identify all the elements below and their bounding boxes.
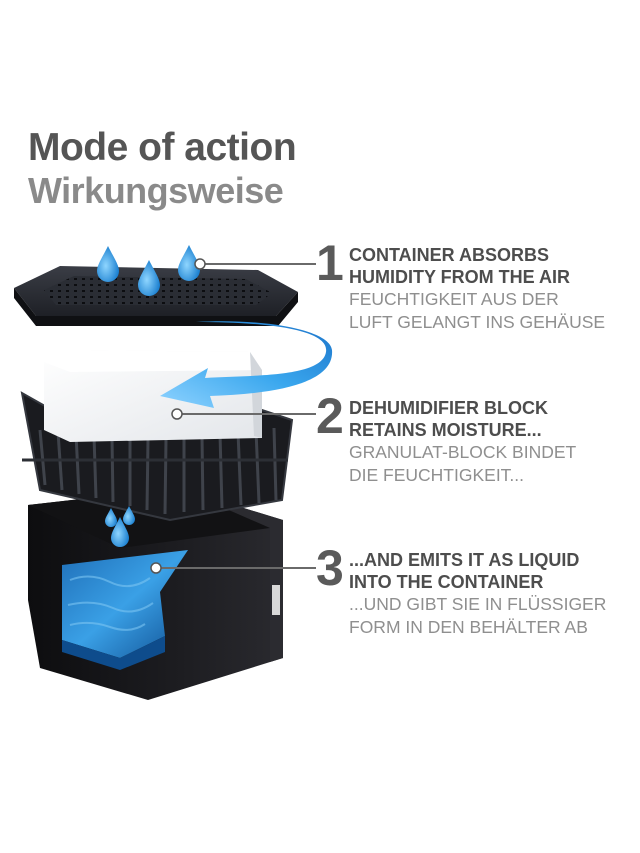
step-text-line: INTO THE CONTAINER <box>349 572 544 592</box>
step-text-line: FEUCHTIGKEIT AUS DER <box>349 289 559 309</box>
callout-line-2 <box>171 408 316 420</box>
step-text-en: ...AND EMITS IT AS LIQUID INTO THE CONTA… <box>349 549 640 593</box>
water-drop-icon <box>178 245 200 281</box>
step-text-en: CONTAINER ABSORBS HUMIDITY FROM THE AIR <box>349 244 640 288</box>
step-text-line: DEHUMIDIFIER BLOCK <box>349 398 548 418</box>
step-number: 1 <box>316 235 344 291</box>
step-text-de: ...UND GIBT SIE IN FLÜSSIGER FORM IN DEN… <box>349 593 640 639</box>
step-text-line: CONTAINER ABSORBS <box>349 245 550 265</box>
step-text-line: ...UND GIBT SIE IN FLÜSSIGER <box>349 594 607 614</box>
step-text-line: ...AND EMITS IT AS LIQUID <box>349 550 580 570</box>
step-text-line: HUMIDITY FROM THE AIR <box>349 267 570 287</box>
step-number: 3 <box>316 540 344 596</box>
callout-line-1 <box>194 258 316 270</box>
liquid-water <box>62 550 188 670</box>
water-drop-icon <box>111 517 129 547</box>
step-text-line: FORM IN DEN BEHÄLTER AB <box>349 617 588 637</box>
page-title: Mode of action <box>28 126 297 169</box>
step-text-line: GRANULAT-BLOCK BINDET <box>349 442 577 462</box>
step-number: 2 <box>316 388 344 444</box>
water-drop-icon <box>123 506 135 525</box>
flow-arrow-icon <box>160 321 333 408</box>
page-subtitle: Wirkungsweise <box>28 170 284 211</box>
dehumidifier-block <box>44 350 262 442</box>
callout-line-3 <box>150 562 316 574</box>
step-text-en: DEHUMIDIFIER BLOCK RETAINS MOISTURE... <box>349 397 640 441</box>
step-text-de: GRANULAT-BLOCK BINDET DIE FEUCHTIGKEIT..… <box>349 441 640 487</box>
water-drop-icon <box>105 508 117 527</box>
step-text-line: RETAINS MOISTURE... <box>349 420 542 440</box>
water-drop-icon <box>97 246 119 282</box>
step-text-line: LUFT GELANGT INS GEHÄUSE <box>349 312 606 332</box>
step-text-line: DIE FEUCHTIGKEIT... <box>349 465 525 485</box>
water-drop-icon <box>138 260 160 296</box>
step-text-de: FEUCHTIGKEIT AUS DER LUFT GELANGT INS GE… <box>349 288 640 334</box>
